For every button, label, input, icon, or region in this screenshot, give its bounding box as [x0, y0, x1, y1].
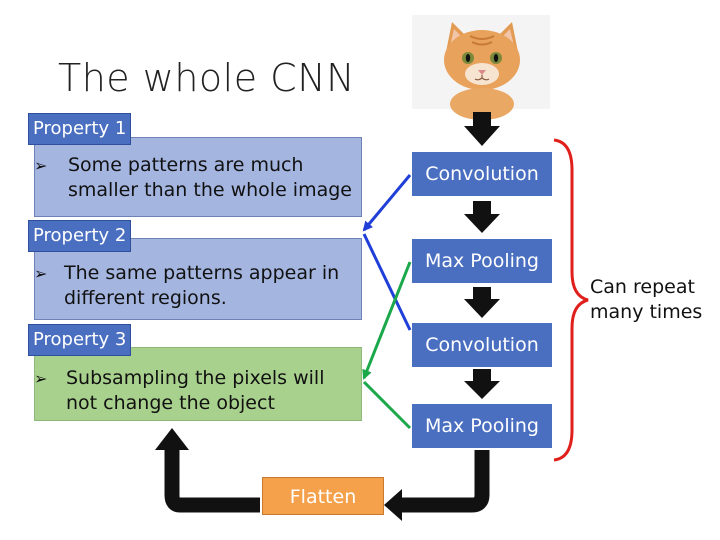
- page-title: The whole CNN: [58, 56, 356, 100]
- down-arrow-icon: [464, 201, 500, 233]
- arrow-conv-to-property1: [362, 174, 412, 232]
- property-1-text: ➢ Some patterns are much smaller than th…: [34, 154, 352, 201]
- bullet-arrow-icon: ➢: [34, 264, 48, 283]
- step-max-pooling-2: Max Pooling: [412, 404, 552, 448]
- property-2-box: [34, 238, 362, 320]
- arrow-pool-to-property3: [362, 261, 412, 380]
- step-convolution-2: Convolution: [412, 323, 552, 367]
- return-arrow-to-flatten: [398, 450, 490, 513]
- property-3-label: Property 3: [28, 324, 132, 356]
- bullet-arrow-icon: ➢: [34, 156, 48, 175]
- property-2-label: Property 2: [28, 220, 132, 252]
- down-arrow-icon: [464, 369, 500, 399]
- property-1-label: Property 1: [28, 113, 132, 145]
- repeat-brace: [553, 138, 589, 462]
- down-arrow-icon: [464, 287, 500, 318]
- property-2-text: ➢ The same patterns appear in different …: [34, 262, 340, 309]
- arrow-pool2-to-property3: [362, 380, 412, 430]
- property-3-text: ➢ Subsampling the pixels will not change…: [34, 367, 325, 414]
- repeat-note: Can repeat many times: [590, 276, 703, 323]
- left-arrow-icon: [384, 489, 402, 521]
- step-convolution-1: Convolution: [412, 152, 552, 196]
- property-1-box: [34, 137, 362, 217]
- step-max-pooling-1: Max Pooling: [412, 239, 552, 283]
- bullet-arrow-icon: ➢: [34, 369, 48, 388]
- flatten-box: Flatten: [262, 477, 384, 515]
- down-arrow-icon: [464, 112, 500, 146]
- arrow-flatten-up: [164, 446, 260, 513]
- kitten-image: [412, 15, 550, 120]
- property-3-box: [34, 347, 362, 421]
- up-arrow-icon: [155, 428, 189, 450]
- arrow-conv-to-property2: [362, 233, 412, 331]
- pipeline-arrows: [464, 112, 500, 399]
